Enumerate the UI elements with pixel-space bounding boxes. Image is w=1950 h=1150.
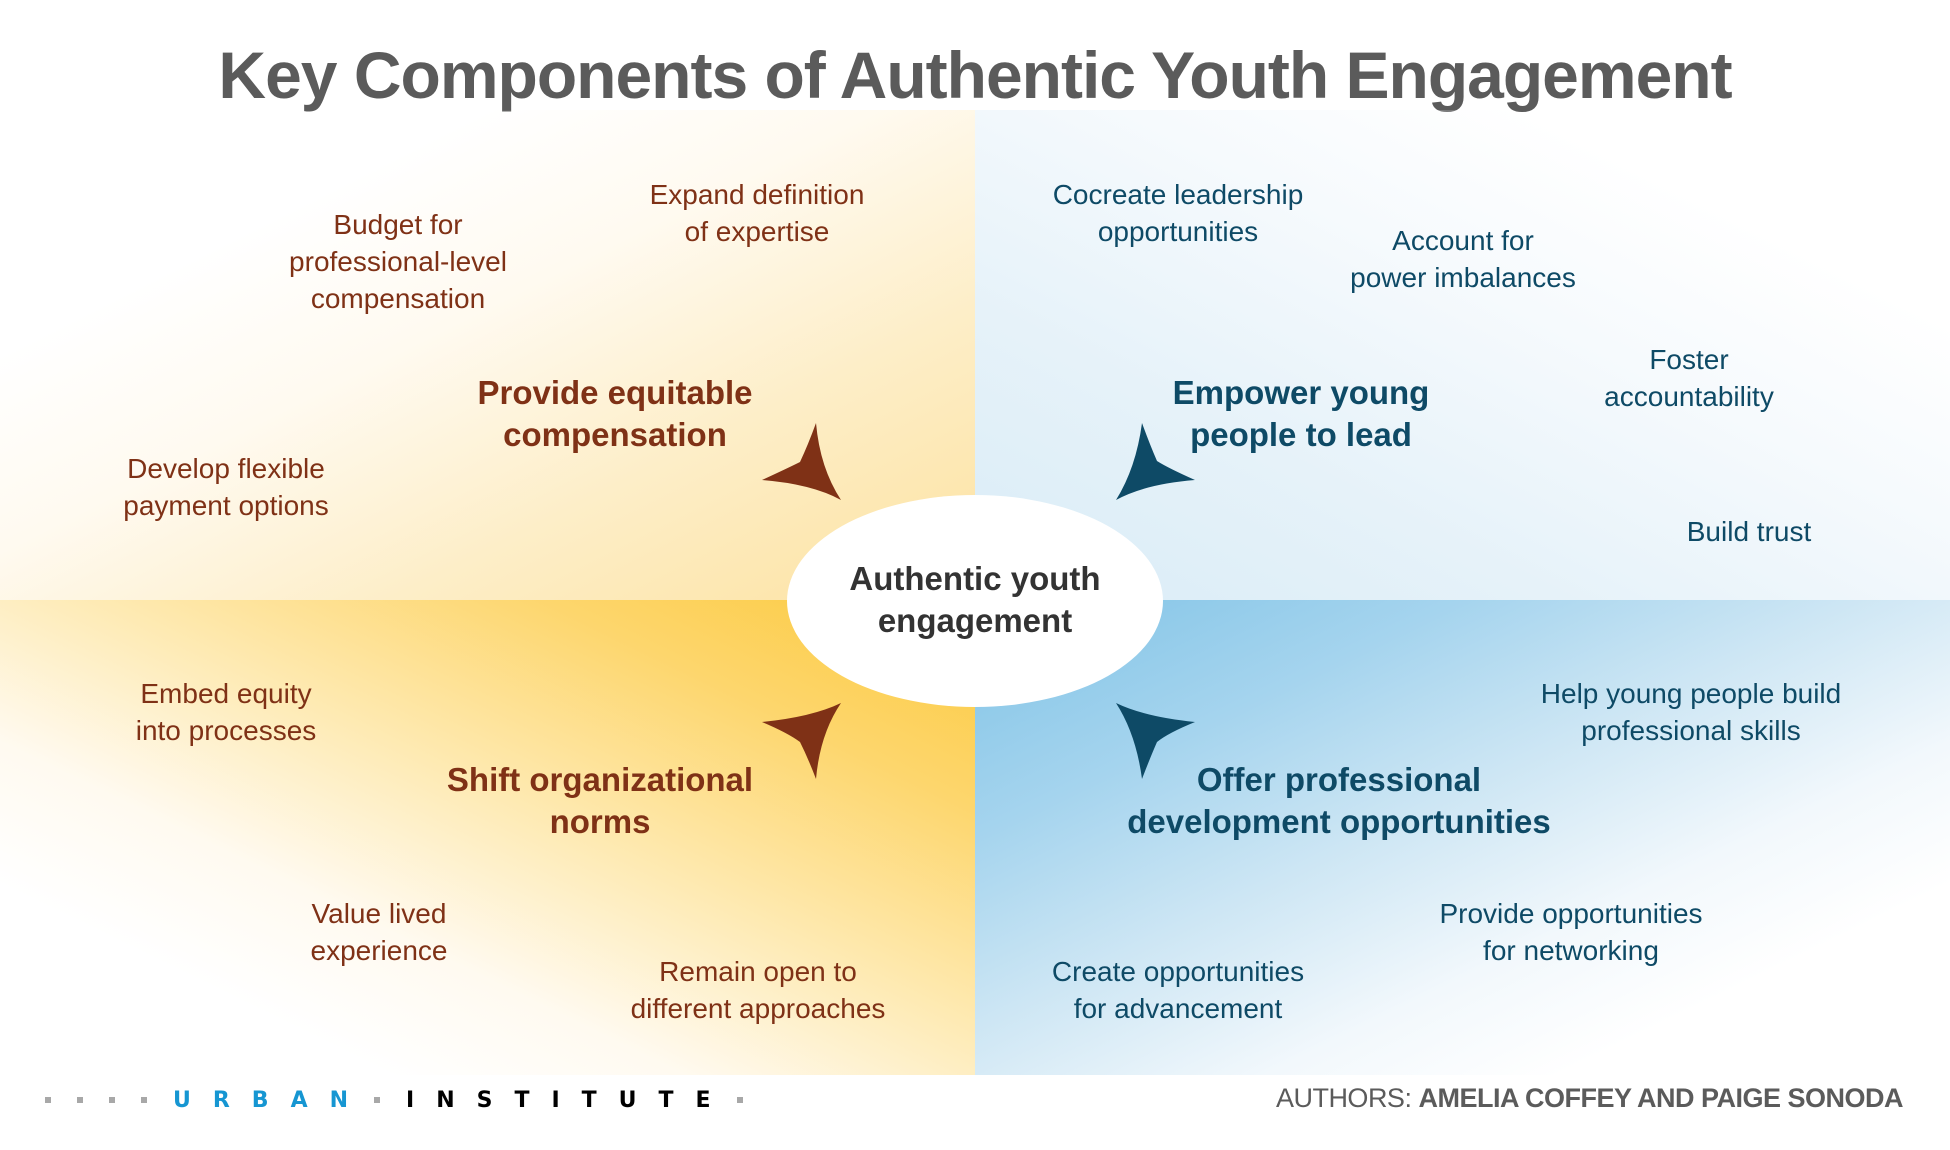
logo-word-urban: URBAN <box>173 1087 371 1113</box>
heading-line: compensation <box>503 416 727 453</box>
heading-empower-young-people: Empower young people to lead <box>1173 372 1430 456</box>
item-embed-equity: Embed equity into processes <box>136 675 317 749</box>
center-ellipse <box>787 495 1163 707</box>
quadrant-bg-bottom-left <box>0 600 975 1075</box>
item-flexible-payment: Develop flexible payment options <box>123 450 328 524</box>
item-line: professional skills <box>1581 715 1801 746</box>
heading-line: Offer professional <box>1196 761 1482 798</box>
item-line: of expertise <box>684 216 830 247</box>
quadrant-bg-top-right <box>975 110 1950 600</box>
center-label: Authentic youth engagement <box>849 558 1100 642</box>
item-advancement: Create opportunities for advancement <box>1052 953 1304 1027</box>
logo-dot-icon <box>45 1097 51 1103</box>
quadrant-bg-top-left <box>0 110 975 600</box>
logo-dot-icon <box>374 1097 381 1103</box>
item-line: opportunities <box>1097 216 1259 247</box>
heading-shift-organizational-norms: Shift organizational norms <box>447 759 753 843</box>
authors-names: AMELIA COFFEY AND PAIGE SONODA <box>1418 1083 1903 1113</box>
urban-institute-logo: URBAN INSTITUTE <box>45 1085 769 1115</box>
item-expand-expertise: Expand definition of expertise <box>650 176 865 250</box>
arrow-bottom-right-icon <box>1116 703 1195 779</box>
heading-line: norms <box>549 803 651 840</box>
item-budget-compensation: Budget for professional-level compensati… <box>289 206 507 317</box>
item-power-imbalances: Account for power imbalances <box>1350 222 1576 296</box>
heading-line: Shift organizational <box>446 761 754 798</box>
logo-dot-icon <box>77 1097 83 1103</box>
item-line: Develop flexible <box>127 453 325 484</box>
item-foster-accountability: Foster accountability <box>1604 341 1774 415</box>
authors-label: AUTHORS: <box>1275 1083 1412 1113</box>
item-cocreate-leadership: Cocreate leadership opportunities <box>1053 176 1304 250</box>
item-line: Provide opportunities <box>1439 898 1703 929</box>
quadrant-bg-bottom-right <box>975 600 1950 1075</box>
item-line: Embed equity <box>140 678 312 709</box>
item-line: Foster <box>1649 344 1729 375</box>
item-line: for advancement <box>1073 993 1283 1024</box>
center-label-line: engagement <box>877 602 1073 639</box>
item-line: professional-level <box>289 246 507 277</box>
item-line: Value lived <box>311 898 447 929</box>
center-label-line: Authentic youth <box>849 560 1101 597</box>
heading-line: development opportunities <box>1127 803 1551 840</box>
item-build-trust: Build trust <box>1687 513 1812 550</box>
item-line: Create opportunities <box>1051 956 1305 987</box>
item-value-lived-experience: Value lived experience <box>311 895 448 969</box>
diagram-title: Key Components of Authentic Youth Engage… <box>218 38 1732 112</box>
item-line: Account for <box>1392 225 1534 256</box>
heading-line: people to lead <box>1190 416 1412 453</box>
item-line: into processes <box>135 715 317 746</box>
logo-dot-icon <box>141 1097 147 1103</box>
arrow-bottom-left-icon <box>762 703 841 779</box>
item-networking: Provide opportunities for networking <box>1439 895 1702 969</box>
item-line: Cocreate leadership <box>1052 179 1304 210</box>
item-line: power imbalances <box>1350 262 1576 293</box>
item-line: Build trust <box>1686 516 1812 547</box>
item-line: experience <box>310 935 448 966</box>
heading-line: Provide equitable <box>477 374 753 411</box>
arrow-top-right-icon <box>1116 423 1195 500</box>
arrow-top-left-icon <box>762 423 841 500</box>
heading-provide-equitable-compensation: Provide equitable compensation <box>477 372 752 456</box>
item-line: Budget for <box>333 209 463 240</box>
authors-credit: AUTHORS: AMELIA COFFEY AND PAIGE SONODA <box>1275 1083 1904 1114</box>
logo-dot-icon <box>109 1097 115 1103</box>
logo-dot-icon <box>736 1097 743 1103</box>
item-line: Expand definition <box>649 179 865 210</box>
item-remain-open: Remain open to different approaches <box>631 953 886 1027</box>
item-professional-skills: Help young people build professional ski… <box>1541 675 1841 749</box>
logo-word-institute: INSTITUTE <box>406 1087 733 1113</box>
heading-offer-professional-development: Offer professional development opportuni… <box>1127 759 1551 843</box>
item-line: for networking <box>1483 935 1659 966</box>
item-line: compensation <box>310 283 486 314</box>
item-line: accountability <box>1604 381 1774 412</box>
item-line: different approaches <box>630 993 886 1024</box>
item-line: Remain open to <box>659 956 857 987</box>
heading-line: Empower young <box>1172 374 1430 411</box>
item-line: payment options <box>123 490 329 521</box>
item-line: Help young people build <box>1540 678 1842 709</box>
